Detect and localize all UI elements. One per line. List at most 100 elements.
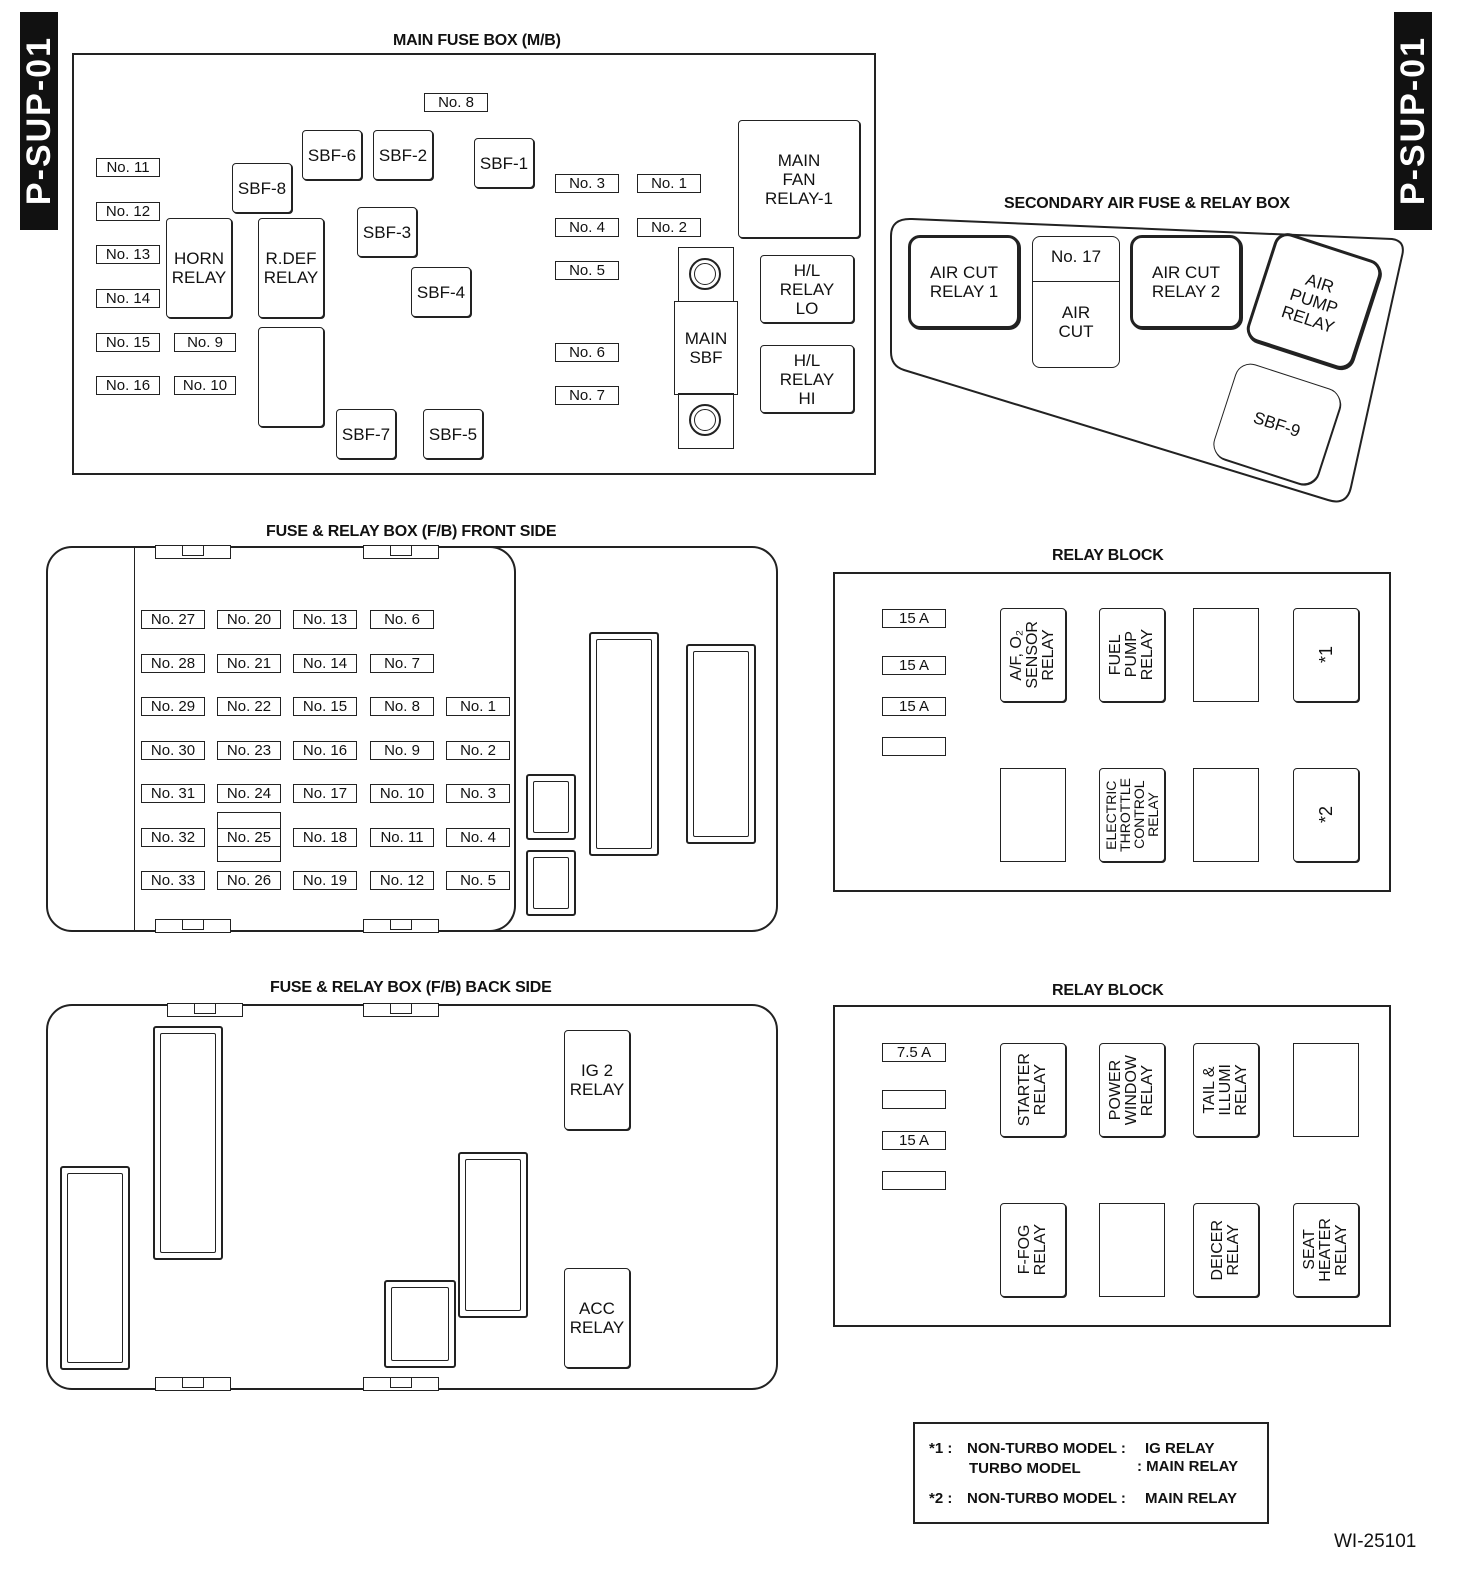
fb-front-latch-top-left: [155, 545, 231, 559]
fb-fuse-no31: No. 31: [141, 784, 205, 803]
fb-back-latch-top-right: [363, 1003, 439, 1017]
fb-fuse-no5: No. 5: [446, 871, 510, 890]
seat-heater-relay: SEAT HEATER RELAY: [1293, 1203, 1359, 1297]
bolt-icon: [689, 258, 721, 290]
star1-relay: *1: [1293, 608, 1359, 702]
fb-fuse-no8: No. 8: [370, 697, 434, 716]
main-sbf: MAIN SBF: [674, 301, 738, 395]
fb-fuse-no1: No. 1: [446, 697, 510, 716]
main-fuse-box-title: MAIN FUSE BOX (M/B): [393, 32, 561, 49]
rb1-empty-relay-1: [1193, 608, 1259, 702]
starter-relay: STARTER RELAY: [1000, 1043, 1066, 1137]
fb-front-small-socket-lower: [526, 850, 576, 916]
electric-throttle-control-relay: ELECTRIC THROTTLE CONTROL RELAY: [1099, 768, 1165, 862]
fb-fuse-no27: No. 27: [141, 610, 205, 629]
fb-fuse-no24: No. 24: [217, 784, 281, 803]
fuse-no4: No. 4: [555, 218, 619, 237]
fb-fuse-no12: No. 12: [370, 871, 434, 890]
fb-fuse-no26: No. 26: [217, 871, 281, 890]
legend-row1-label: NON-TURBO MODEL :: [967, 1440, 1126, 1457]
legend-row3-value: MAIN RELAY: [1145, 1490, 1237, 1507]
figure-id: WI-25101: [1334, 1531, 1417, 1552]
fb-fuse-no2: No. 2: [446, 741, 510, 760]
fb-fuse-no33: No. 33: [141, 871, 205, 890]
bolt-icon: [689, 404, 721, 436]
page-tab-right: P-SUP-01: [1394, 12, 1432, 230]
fb-back-latch-bottom-left: [155, 1377, 231, 1391]
rb1-empty-relay-3: [1193, 768, 1259, 862]
main-fuse-box: No. 8 No. 11 No. 12 No. 13 No. 14 No. 15…: [72, 53, 876, 475]
sbf-7: SBF-7: [336, 409, 396, 459]
fuse-no1: No. 1: [637, 174, 701, 193]
fuse-no15: No. 15: [96, 333, 160, 352]
legend-mark-1: *1 :: [929, 1440, 953, 1457]
deicer-relay: DEICER RELAY: [1193, 1203, 1259, 1297]
no17-divider: [1033, 281, 1119, 282]
power-window-relay: POWER WINDOW RELAY: [1099, 1043, 1165, 1137]
fuse-no10: No. 10: [174, 376, 236, 395]
fuse-no12: No. 12: [96, 202, 160, 221]
legend-mark-2: *2 :: [929, 1490, 953, 1507]
fb-front-small-socket-upper: [526, 774, 576, 840]
fb-fuse-no23: No. 23: [217, 741, 281, 760]
rb1-empty-relay-2: [1000, 768, 1066, 862]
fb-fuse-no3: No. 3: [446, 784, 510, 803]
bolt-hex-icon: [694, 263, 716, 285]
main-sbf-upper-terminal: [678, 247, 734, 303]
legend-row3-label: NON-TURBO MODEL :: [967, 1490, 1126, 1507]
fb-fuse-no19: No. 19: [293, 871, 357, 890]
fb-front-title: FUSE & RELAY BOX (F/B) FRONT SIDE: [266, 523, 557, 540]
fb-front-latch-bottom-left: [155, 919, 231, 933]
fb-front-connector-right: [686, 644, 756, 844]
fb-fuse-no32: No. 32: [141, 828, 205, 847]
fuse-no5: No. 5: [555, 261, 619, 280]
hl-relay-lo: H/L RELAY LO: [760, 255, 854, 323]
fb-fuse-no13: No. 13: [293, 610, 357, 629]
rb1-fuse-blank: [882, 737, 946, 756]
fb-fuse-no4: No. 4: [446, 828, 510, 847]
secondary-air-box-outline: [890, 217, 1404, 503]
fb-front-latch-top-right: [363, 545, 439, 559]
no17-air-cut-block: No. 17 AIR CUT: [1032, 236, 1120, 368]
fuse-no6: No. 6: [555, 343, 619, 362]
fuse-no2: No. 2: [637, 218, 701, 237]
relay-block-2: 7.5 A 15 A STARTER RELAY POWER WINDOW RE…: [833, 1005, 1391, 1327]
fb-fuse-no16: No. 16: [293, 741, 357, 760]
main-sbf-lower-terminal: [678, 393, 734, 449]
main-fan-relay-1: MAIN FAN RELAY-1: [738, 120, 860, 238]
rb1-fuse-15a-3: 15 A: [882, 697, 946, 716]
fb-fuse-no11: No. 11: [370, 828, 434, 847]
fuse-no11: No. 11: [96, 158, 160, 177]
fuse-no14: No. 14: [96, 289, 160, 308]
rb2-empty-relay-1: [1293, 1043, 1359, 1137]
fb-back-latch-top-left: [167, 1003, 243, 1017]
fuse-no13: No. 13: [96, 245, 160, 264]
rb1-fuse-15a-1: 15 A: [882, 609, 946, 628]
fb-back-title: FUSE & RELAY BOX (F/B) BACK SIDE: [270, 979, 552, 996]
fb-fuse-no14: No. 14: [293, 654, 357, 673]
fb-back-connector-top-left: [153, 1026, 223, 1260]
fb-fuse-no28: No. 28: [141, 654, 205, 673]
fuse-no8: No. 8: [424, 93, 488, 112]
sbf-8: SBF-8: [232, 163, 292, 213]
rb2-fuse-blank-1: [882, 1090, 946, 1109]
legend-box: *1 : NON-TURBO MODEL : IG RELAY TURBO MO…: [913, 1422, 1269, 1524]
sbf-6: SBF-6: [302, 130, 362, 180]
fuse-no7: No. 7: [555, 386, 619, 405]
hl-relay-hi: H/L RELAY HI: [760, 345, 854, 413]
sbf-2: SBF-2: [373, 130, 433, 180]
sbf-3: SBF-3: [357, 207, 417, 257]
air-cut-relay-2: AIR CUT RELAY 2: [1130, 235, 1242, 329]
fb-back-latch-bottom-right: [363, 1377, 439, 1391]
fb-front-latch-bottom-right: [363, 919, 439, 933]
f-fog-relay: F-FOG RELAY: [1000, 1203, 1066, 1297]
fuel-pump-relay: FUEL PUMP RELAY: [1099, 608, 1165, 702]
fb-fuse-no25: No. 25: [217, 828, 281, 847]
fb-fuse-no6: No. 6: [370, 610, 434, 629]
relay-block-1: 15 A 15 A 15 A A/F, O₂ SENSOR RELAY FUEL…: [833, 572, 1391, 892]
bolt-hex-icon: [694, 409, 716, 431]
relay-block-1-title: RELAY BLOCK: [1052, 547, 1164, 564]
air-cut-fuse-label: AIR CUT: [1058, 303, 1094, 341]
fuse-no3: No. 3: [555, 174, 619, 193]
fb-fuse-no9: No. 9: [370, 741, 434, 760]
